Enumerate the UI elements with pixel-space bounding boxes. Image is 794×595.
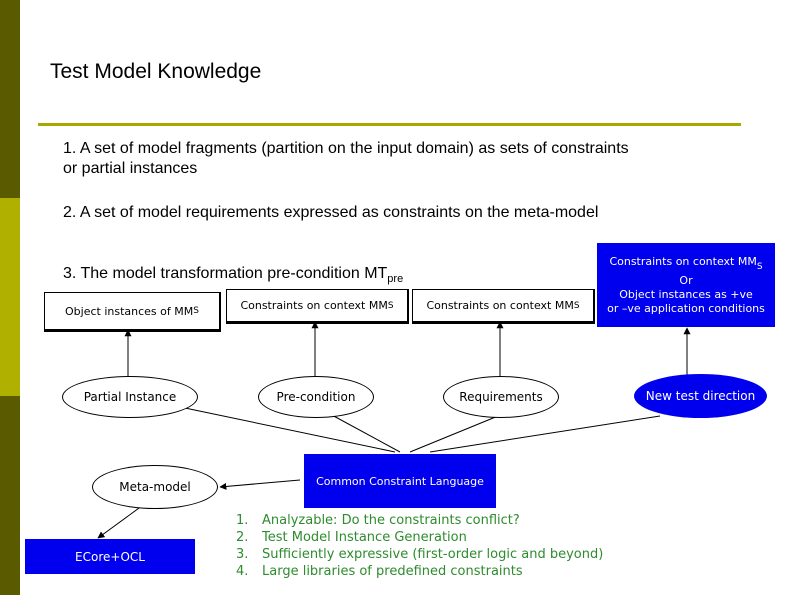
slide-title: Test Model Knowledge: [50, 60, 262, 83]
list-item: 3. Sufficiently expressive (first-order l…: [236, 546, 603, 563]
list-text: Test Model Instance Generation: [262, 530, 467, 545]
constraints-box-1-text: Constraints on context MM: [240, 299, 388, 312]
list-number: 4.: [236, 564, 249, 579]
benefits-list: 1. Analyzable: Do the constraints conflic…: [236, 512, 603, 580]
meta-model-node: Meta-model: [92, 465, 218, 509]
constraints-box-1-sub: S: [387, 300, 394, 311]
list-text: Analyzable: Do the constraints conflict?: [262, 513, 520, 528]
common-constraint-language-box: Common Constraint Language: [304, 454, 496, 508]
list-item: 4. Large libraries of predefined constrai…: [236, 563, 603, 580]
constraints-box-2-text: Constraints on context MM: [426, 299, 574, 312]
list-number: 2.: [236, 530, 249, 545]
list-number: 1.: [236, 513, 249, 528]
constraints-box-3-line3: Object instances as +ve: [619, 287, 753, 301]
list-text: Sufficiently expressive (first-order log…: [262, 547, 604, 562]
sidebar-light-segment: [0, 198, 20, 396]
bullet-item-3-subscript: pre: [387, 273, 404, 285]
bullet-item-2: 2. A set of model requirements expressed…: [63, 204, 599, 221]
constraints-box-2-sub: S: [573, 300, 580, 311]
ecore-ocl-box: ECore+OCL: [25, 539, 195, 574]
new-test-direction-node: New test direction: [634, 374, 767, 418]
requirements-node: Requirements: [443, 376, 559, 418]
constraints-box-3: Constraints on context MMS Or Object ins…: [597, 243, 775, 327]
constraints-box-3-line1: Constraints on context MMS: [609, 255, 762, 274]
connectors: [97, 321, 691, 539]
list-item: 1. Analyzable: Do the constraints conflic…: [236, 512, 603, 529]
list-number: 3.: [236, 547, 249, 562]
object-instances-text: Object instances of MM: [65, 304, 194, 318]
constraints-box-3-line1-text: Constraints on context MM: [609, 254, 757, 268]
bullet-item-1: 1. A set of model fragments (partition o…: [63, 140, 629, 177]
constraints-box-3-line4: or –ve application conditions: [607, 301, 765, 315]
pre-condition-node: Pre-condition: [258, 376, 374, 418]
constraints-box-3-line1-sub: S: [756, 261, 763, 272]
bullet-item-3: 3. The model transformation pre-conditio…: [63, 264, 503, 289]
title-rule: [38, 123, 741, 126]
constraints-box-3-line2: Or: [679, 273, 693, 287]
object-instances-sub: S: [193, 306, 199, 316]
bullet-item-3-text: 3. The model transformation pre-conditio…: [63, 265, 388, 282]
partial-instance-node: Partial Instance: [62, 376, 198, 418]
list-item: 2. Test Model Instance Generation: [236, 529, 603, 546]
list-text: Large libraries of predefined constraint…: [262, 564, 523, 579]
sidebar-dark-segment: [0, 396, 20, 595]
sidebar-dark-segment: [0, 0, 20, 198]
sidebar-decoration: [0, 0, 20, 595]
